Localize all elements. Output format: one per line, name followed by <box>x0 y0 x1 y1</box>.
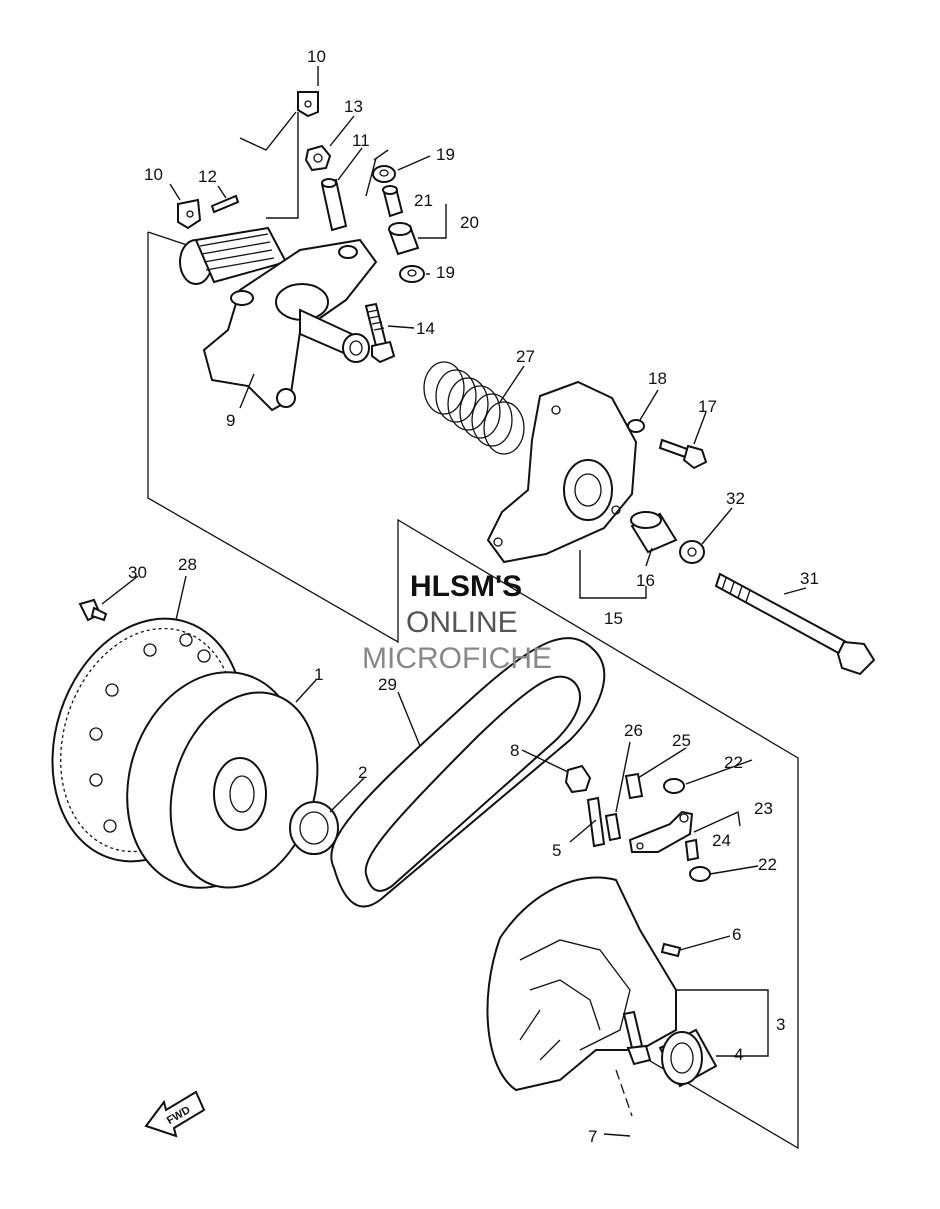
callout-11: 12 <box>198 167 217 186</box>
callout-20: 20 <box>460 213 479 232</box>
fwd-arrow-icon: FWD <box>144 1090 206 1138</box>
callout-31: 31 <box>800 569 819 588</box>
part-20-roller <box>388 222 420 256</box>
part-18-washer <box>627 419 645 433</box>
callout-23: 23 <box>754 799 773 818</box>
callout-32: 32 <box>726 489 745 508</box>
part-22-washer-bottom <box>689 866 711 882</box>
part-16-bushing <box>630 511 678 554</box>
part-31-bolt <box>714 572 876 676</box>
callout-7: 7 <box>588 1127 597 1146</box>
part-10-weight-top <box>297 91 319 118</box>
callout-4: 4 <box>734 1045 743 1064</box>
part-23-arm <box>628 810 694 853</box>
callout-labels: 10 13 11 19 10 12 21 20 19 14 9 27 18 17… <box>128 47 819 1146</box>
part-19-washer-top <box>372 165 396 183</box>
part-14-nut <box>304 144 332 172</box>
callout-17: 17 <box>698 397 717 416</box>
part-9-spider-hub <box>179 226 378 412</box>
callout-3: 3 <box>776 1015 785 1034</box>
callout-1: 1 <box>314 665 323 684</box>
part-2-clamp <box>289 801 339 855</box>
part-30-belt <box>330 637 606 908</box>
callout-14: 13 <box>344 97 363 116</box>
part-6-screw <box>660 942 682 958</box>
watermark-line-1: HLSM'S <box>410 570 522 603</box>
callout-6: 6 <box>732 925 741 944</box>
callout-5: 5 <box>552 841 561 860</box>
callout-10-top: 10 <box>307 47 326 66</box>
part-4-bushing <box>658 1028 718 1088</box>
callout-27: 27 <box>516 347 535 366</box>
callout-30: 29 <box>378 675 397 694</box>
part-13-bolt <box>364 302 396 364</box>
part-7-bolt <box>622 1010 652 1066</box>
callout-21: 21 <box>414 191 433 210</box>
callout-12: 11 <box>352 131 370 150</box>
part-10-weight-left <box>177 198 202 230</box>
assembly-outline <box>147 231 799 1150</box>
callout-24: 24 <box>712 831 731 850</box>
part-8-nut <box>564 764 592 794</box>
callout-22-top: 22 <box>724 753 743 772</box>
part-21-bushing <box>382 185 404 218</box>
part-22-washer-top <box>663 778 685 794</box>
callout-13: 14 <box>416 319 435 338</box>
callout-28: 28 <box>178 555 197 574</box>
callout-29: 30 <box>128 563 147 582</box>
part-19-washer-bottom <box>399 265 425 283</box>
callout-18: 18 <box>648 369 667 388</box>
leader-lines <box>101 66 807 1137</box>
part-32-washer <box>679 540 705 564</box>
watermark-line-2: ONLINE <box>406 606 518 639</box>
part-15-cover <box>486 380 638 564</box>
watermark-line-3: MICROFICHE <box>362 642 552 675</box>
callout-22-bottom: 22 <box>758 855 777 874</box>
part-25-pin <box>624 772 644 800</box>
watermark: HLSM'S ONLINE MICROFICHE <box>362 570 552 675</box>
part-24-pin <box>684 838 700 862</box>
callout-25: 25 <box>672 731 691 750</box>
part-1-sheave <box>126 671 319 889</box>
callout-2: 2 <box>358 763 367 782</box>
part-11-pin <box>210 194 240 214</box>
part-12-collar <box>320 178 348 232</box>
part-26-pin <box>604 812 622 842</box>
callout-19-top: 19 <box>436 145 455 164</box>
part-5-pin <box>586 796 606 848</box>
part-27-spring <box>423 361 525 455</box>
callout-9: 9 <box>226 411 235 430</box>
callout-16: 16 <box>636 571 655 590</box>
part-29-bolt <box>78 598 108 622</box>
callout-19-bottom: 19 <box>436 263 455 282</box>
callout-26: 26 <box>624 721 643 740</box>
callout-10-left: 10 <box>144 165 163 184</box>
callout-15: 15 <box>604 609 623 628</box>
part-17-bolt <box>658 438 708 470</box>
callout-8: 8 <box>510 741 519 760</box>
